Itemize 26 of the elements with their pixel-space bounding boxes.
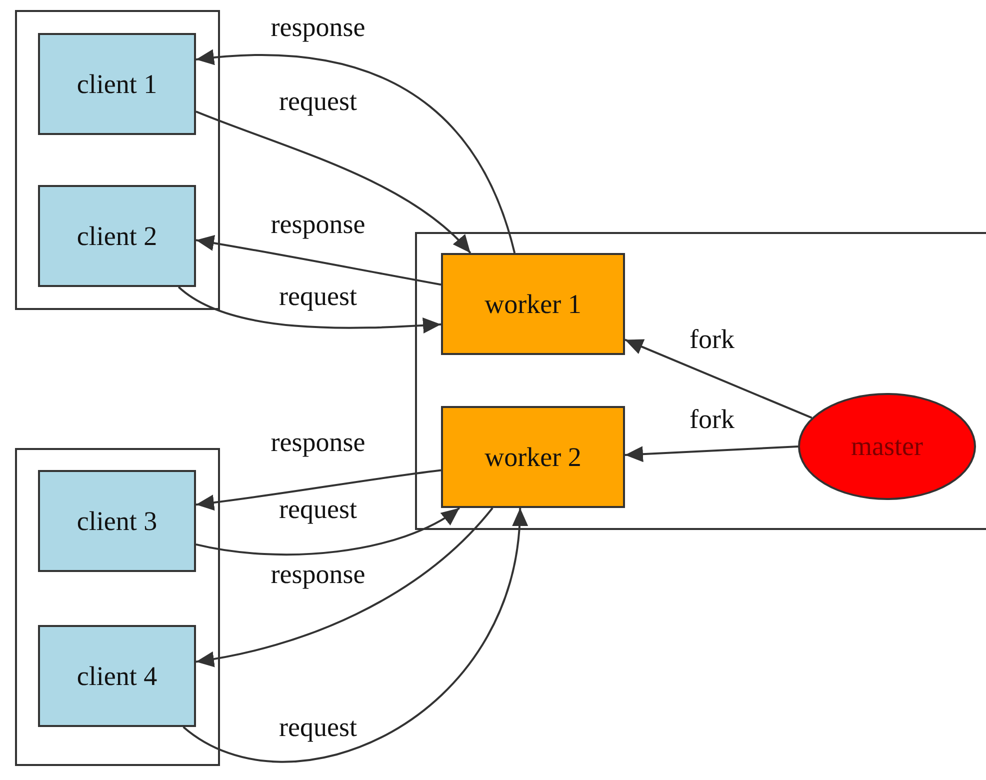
node-label: client 2 (76, 220, 158, 252)
arrow (196, 507, 494, 667)
arrow (182, 508, 526, 763)
arrow (196, 507, 460, 556)
node-label: client 4 (76, 660, 158, 692)
arrow (196, 235, 442, 286)
node-label: client 1 (76, 68, 158, 100)
arrow (624, 446, 798, 462)
node-label: master (851, 431, 923, 462)
process-box (38, 33, 196, 135)
group-frame (415, 232, 986, 530)
arrow (196, 469, 442, 510)
process-box (38, 470, 196, 572)
process-box (38, 625, 196, 727)
process-box (38, 185, 196, 287)
arrow (196, 50, 516, 254)
node-label: worker 2 (484, 442, 582, 472)
group-frame (15, 448, 220, 766)
arrow (196, 110, 472, 254)
process-box (441, 253, 625, 355)
node-label: client 3 (76, 506, 158, 536)
group-frame (15, 10, 220, 310)
arrow (178, 286, 442, 334)
process-box (441, 406, 625, 508)
arrow (624, 338, 812, 419)
node-label: worker 1 (484, 288, 582, 320)
